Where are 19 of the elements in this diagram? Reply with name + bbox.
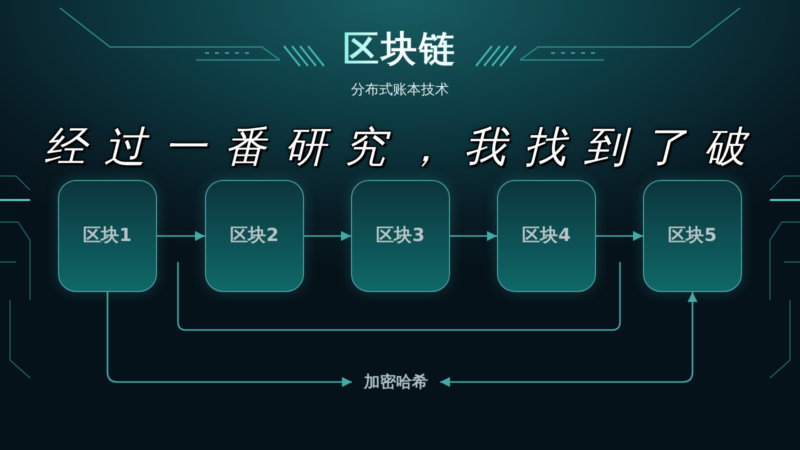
- block-card: [58, 180, 157, 292]
- block-label: 区块1: [83, 227, 132, 245]
- hash-label: 加密哈希: [352, 371, 440, 393]
- block-label: 区块3: [376, 227, 425, 245]
- block-card: [643, 180, 742, 292]
- arrow: [450, 231, 497, 241]
- arrow: [157, 231, 205, 241]
- block-card: [497, 180, 596, 292]
- overlay-caption: 经过一番研究，我找到了破: [44, 126, 764, 168]
- block-card: [351, 180, 450, 292]
- arrow: [596, 231, 643, 241]
- double-arrow: [440, 292, 698, 387]
- arrow: [304, 231, 351, 241]
- subtitle: 分布式账本技术: [351, 82, 449, 99]
- arrow: [106, 292, 352, 387]
- block-card: [205, 180, 304, 292]
- block-label: 区块4: [522, 227, 571, 245]
- block-label: 区块2: [230, 227, 279, 245]
- block-label: 区块5: [668, 227, 717, 245]
